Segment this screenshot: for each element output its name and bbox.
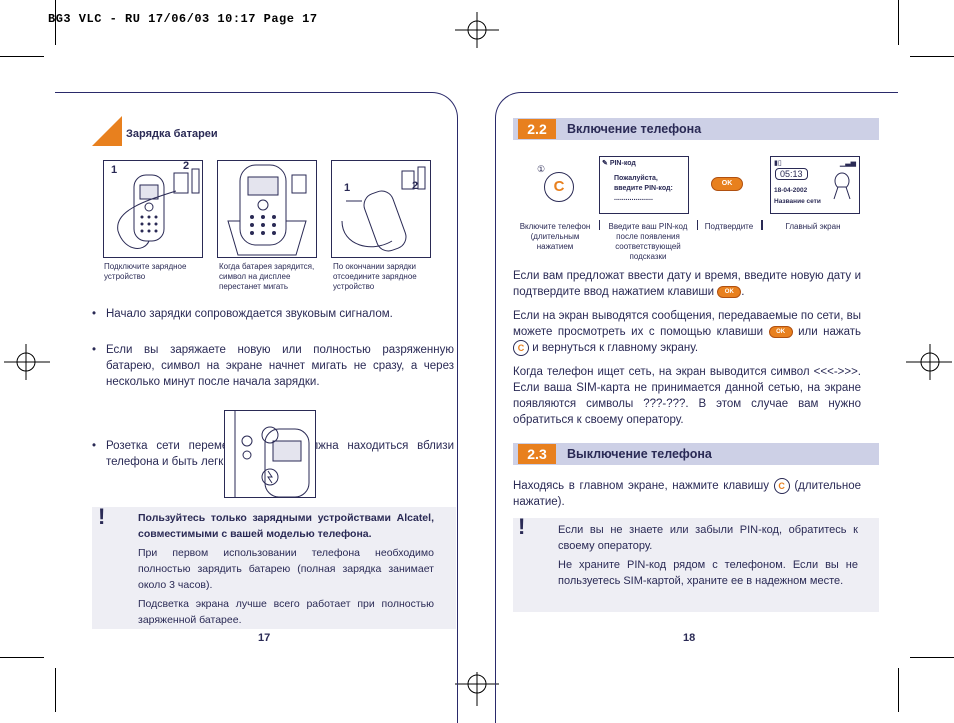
step-label: 2 xyxy=(183,160,190,172)
paragraph-text: Если на экран выводятся сообщения, перед… xyxy=(513,310,861,338)
caption-divider xyxy=(761,220,763,230)
step-caption: Введите ваш PIN-код после появления соот… xyxy=(608,222,688,261)
note-box xyxy=(92,507,456,629)
registration-mark-top xyxy=(455,12,499,48)
date-display: 18-04-2002 xyxy=(774,187,808,194)
paragraph-date: Если вам предложат ввести дату и время, … xyxy=(513,268,861,300)
section-bar: 2.3 Выключение телефона xyxy=(513,443,879,465)
pin-title-text: PIN-код xyxy=(609,160,636,167)
section-title: Выключение телефона xyxy=(567,447,712,461)
caption-divider xyxy=(599,220,600,230)
bullet-item: Начало зарядки сопровождается звуковым с… xyxy=(92,306,454,322)
left-page-frame xyxy=(55,92,458,723)
pin-dots: .................... xyxy=(614,195,653,202)
step-caption: Главный экран xyxy=(785,222,841,231)
step-label: 1 xyxy=(111,164,118,176)
section-bar: 2.2 Включение телефона xyxy=(513,118,879,140)
c-key-icon: C xyxy=(513,340,529,356)
caption-divider xyxy=(697,220,698,230)
print-header: BG3 VLC - RU 17/06/03 10:17 Page 17 xyxy=(48,12,318,26)
battery-icon: ▮▯ xyxy=(774,160,782,167)
figure-caption: По окончании зарядки отсоедините зарядно… xyxy=(333,262,417,291)
network-name: Название сети xyxy=(774,198,821,205)
crop-mark xyxy=(910,56,954,57)
paragraph-network: Когда телефон ищет сеть, на экран выводи… xyxy=(513,366,861,426)
phone-in-charger-illustration xyxy=(227,164,307,256)
nav-key-icon: OK xyxy=(768,325,793,338)
paragraph-text: (длительное нажатие). xyxy=(513,480,861,509)
figure-disconnect-charger xyxy=(331,160,431,258)
step-label: 2 xyxy=(412,180,419,192)
note-text: Не храните PIN-код рядом с телефоном. Ес… xyxy=(558,559,858,587)
paragraph-text: Если вам предложат ввести дату и время, … xyxy=(513,270,861,298)
registration-mark-right xyxy=(906,344,952,380)
pin-prompt-line2: введите PIN-код: xyxy=(614,185,673,192)
pin-screen: ✎ PIN-код Пожалуйста, введите PIN-код: .… xyxy=(599,156,689,214)
long-press-icon: ① xyxy=(537,164,546,174)
note-box xyxy=(513,518,879,612)
crop-mark xyxy=(55,668,56,712)
paragraph-text: Находясь в главном экране, нажмите клави… xyxy=(513,480,770,493)
crop-mark xyxy=(898,668,899,712)
character-icon xyxy=(833,172,851,200)
paragraph-text: . xyxy=(741,286,745,298)
figure-charging-complete xyxy=(217,160,317,258)
warning-icon: ! xyxy=(518,514,526,539)
phone-unplug-illustration xyxy=(341,166,426,252)
crop-mark xyxy=(0,56,44,57)
figure-caption: Когда батарея зарядится, символ на диспл… xyxy=(219,262,315,291)
c-key-icon: C xyxy=(544,172,574,202)
section-title: Включение телефона xyxy=(567,122,702,136)
section-number-badge: 2.3 xyxy=(518,444,556,464)
c-key-icon: C xyxy=(773,478,790,494)
socket-plug-illustration xyxy=(234,411,310,498)
registration-mark-bottom xyxy=(455,672,499,706)
step-caption: Подтвердите xyxy=(704,222,754,231)
section-corner-icon xyxy=(92,116,122,146)
paragraph-power-off: Находясь в главном экране, нажмите клави… xyxy=(513,478,861,510)
crop-mark xyxy=(55,0,56,45)
note-bold-text: Пользуйтесь только зарядными устройствам… xyxy=(138,512,434,540)
phone-charging-illustration xyxy=(117,168,200,249)
main-screen: ▮▯ ▁▃▅ 05:13 18-04-2002 Название сети xyxy=(770,156,860,214)
ok-key-icon: OK xyxy=(717,285,742,298)
note-text: Подсветка экрана лучше всего работает пр… xyxy=(138,598,434,626)
ok-key-icon: OK xyxy=(711,177,743,191)
clock-display: 05:13 xyxy=(775,168,808,180)
crop-mark xyxy=(0,657,44,658)
step-label: 1 xyxy=(344,182,351,194)
pin-prompt-line1: Пожалуйста, xyxy=(614,175,658,182)
note-text: При первом использовании телефона необхо… xyxy=(138,547,434,591)
warning-icon: ! xyxy=(98,504,106,529)
registration-mark-left xyxy=(4,344,50,380)
paragraph-messages: Если на экран выводятся сообщения, перед… xyxy=(513,308,861,356)
crop-mark xyxy=(898,0,899,45)
pin-screen-title: ✎ PIN-код xyxy=(602,160,636,167)
bullet-item: Если вы заряжаете новую или полностью ра… xyxy=(92,342,454,390)
right-page-frame xyxy=(495,92,898,723)
paragraph-text: и вернуться к главному экрану. xyxy=(532,342,699,355)
page-number: 18 xyxy=(683,632,696,644)
page-number: 17 xyxy=(258,632,271,644)
step-caption: Включите телефон (длительным нажатием xyxy=(519,222,591,251)
section-title: Зарядка батареи xyxy=(126,128,218,140)
figure-socket xyxy=(224,410,316,498)
figure-connect-charger xyxy=(103,160,203,258)
section-number-badge: 2.2 xyxy=(518,119,556,139)
signal-icon: ▁▃▅ xyxy=(839,160,856,167)
crop-mark xyxy=(910,657,954,658)
figure-caption: Подключите зарядное устройство xyxy=(104,262,187,281)
paragraph-text: или нажать xyxy=(798,326,861,338)
note-text: Если вы не знаете или забыли PIN-код, об… xyxy=(558,524,858,552)
